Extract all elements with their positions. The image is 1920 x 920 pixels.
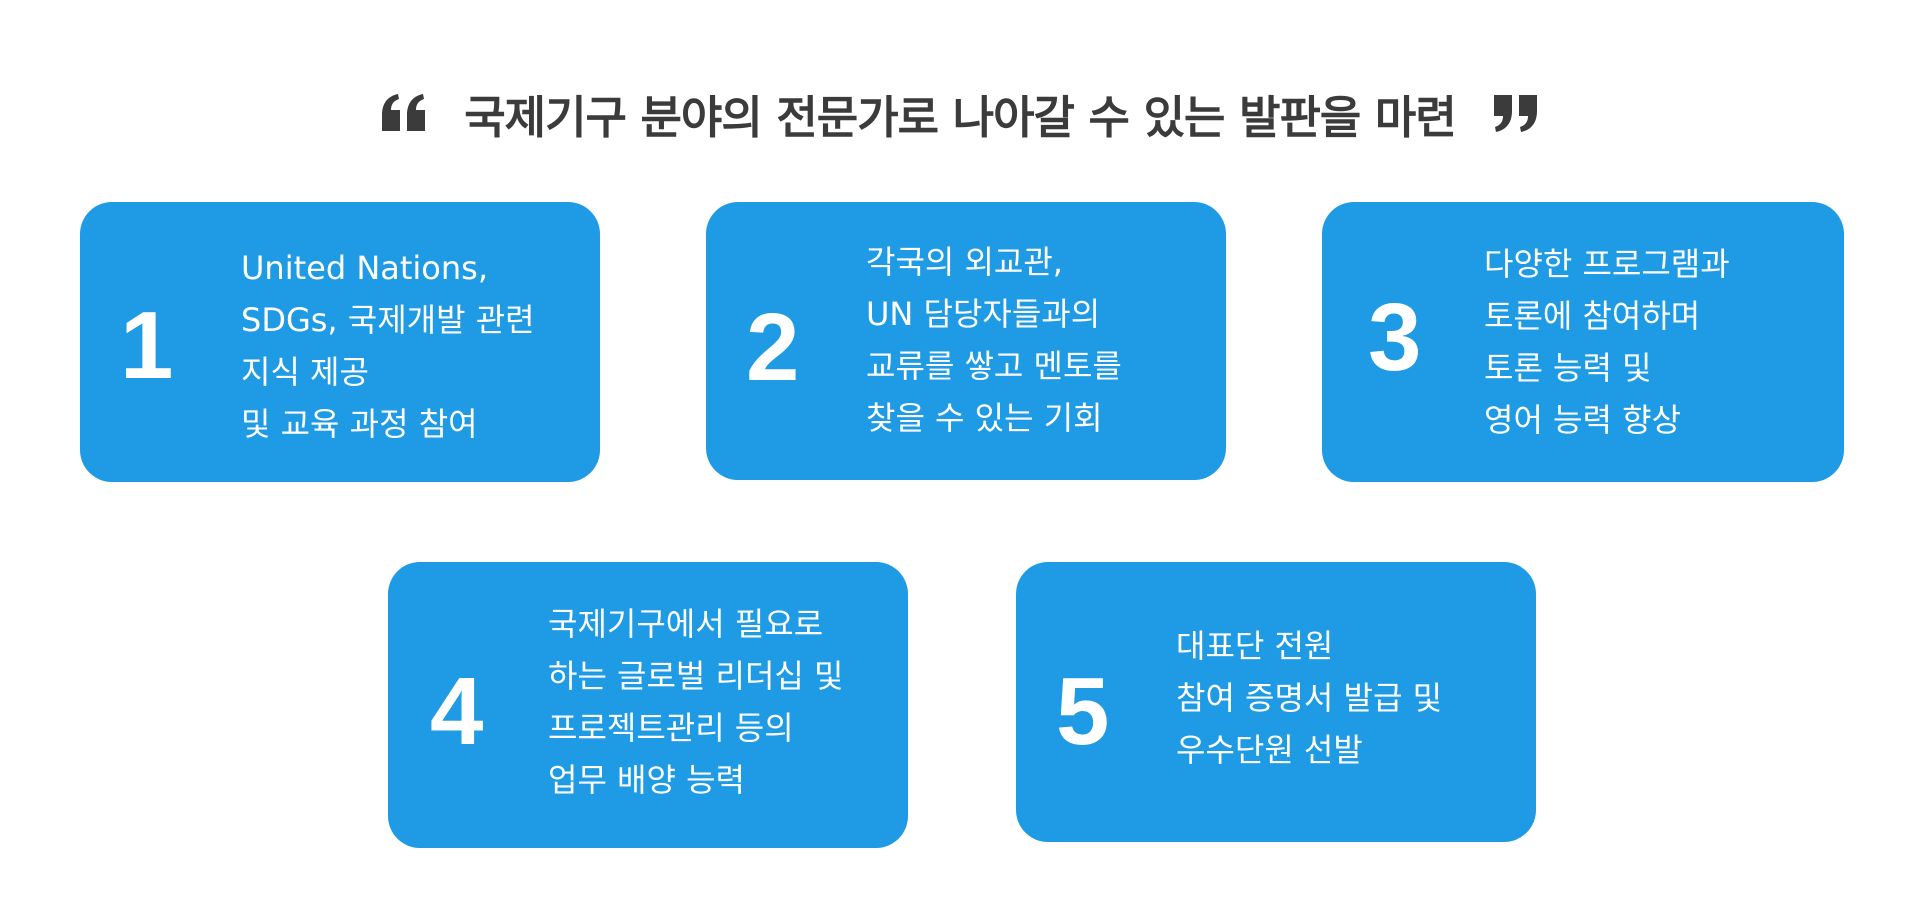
card-description: 국제기구에서 필요로 하는 글로벌 리더십 및 프로젝트관리 등의 업무 배양 … bbox=[548, 598, 843, 806]
card-line: 대표단 전원 bbox=[1176, 627, 1334, 665]
card-line: 프로젝트관리 등의 bbox=[548, 709, 794, 747]
feature-card-5: 5 대표단 전원 참여 증명서 발급 및 우수단원 선발 bbox=[1016, 562, 1536, 842]
card-number: 5 bbox=[1056, 658, 1110, 765]
card-line: 지식 제공 bbox=[241, 353, 369, 391]
feature-card-2: 2 각국의 외교관, UN 담당자들과의 교류를 쌓고 멘토를 찾을 수 있는 … bbox=[706, 202, 1226, 480]
card-line: 찾을 수 있는 기회 bbox=[866, 399, 1103, 437]
card-line: 토론에 참여하며 bbox=[1484, 297, 1701, 335]
card-description: 대표단 전원 참여 증명서 발급 및 우수단원 선발 bbox=[1176, 620, 1442, 776]
feature-card-4: 4 국제기구에서 필요로 하는 글로벌 리더십 및 프로젝트관리 등의 업무 배… bbox=[388, 562, 908, 848]
card-line: 국제기구에서 필요로 bbox=[548, 605, 824, 643]
card-line: 업무 배양 능력 bbox=[548, 761, 745, 799]
card-line: 교류를 쌓고 멘토를 bbox=[866, 347, 1122, 385]
card-line: 및 교육 과정 참여 bbox=[241, 405, 478, 443]
card-line: 우수단원 선발 bbox=[1176, 731, 1363, 769]
card-number: 3 bbox=[1368, 284, 1422, 391]
card-line: 다양한 프로그램과 bbox=[1484, 245, 1730, 283]
card-line: 각국의 외교관, bbox=[866, 243, 1063, 281]
card-description: United Nations, SDGs, 국제개발 관련 지식 제공 및 교육… bbox=[241, 242, 535, 450]
headline: 국제기구 분야의 전문가로 나아갈 수 있는 발판을 마련 bbox=[0, 78, 1920, 148]
card-description: 각국의 외교관, UN 담당자들과의 교류를 쌓고 멘토를 찾을 수 있는 기회 bbox=[866, 236, 1122, 444]
card-number: 4 bbox=[430, 658, 484, 765]
card-line: 토론 능력 및 bbox=[1484, 349, 1652, 387]
card-line: 영어 능력 향상 bbox=[1484, 401, 1681, 439]
feature-card-1: 1 United Nations, SDGs, 국제개발 관련 지식 제공 및 … bbox=[80, 202, 600, 482]
headline-text: 국제기구 분야의 전문가로 나아갈 수 있는 발판을 마련 bbox=[464, 90, 1456, 144]
quote-close-icon bbox=[1493, 95, 1537, 132]
card-number: 1 bbox=[120, 292, 174, 399]
card-number: 2 bbox=[746, 294, 800, 401]
quote-open-icon bbox=[382, 94, 426, 131]
card-line: UN 담당자들과의 bbox=[866, 295, 1101, 333]
card-line: SDGs, 국제개발 관련 bbox=[241, 301, 535, 339]
card-line: United Nations, bbox=[241, 249, 488, 287]
card-line: 하는 글로벌 리더십 및 bbox=[548, 657, 844, 695]
card-description: 다양한 프로그램과 토론에 참여하며 토론 능력 및 영어 능력 향상 bbox=[1484, 238, 1730, 446]
feature-card-3: 3 다양한 프로그램과 토론에 참여하며 토론 능력 및 영어 능력 향상 bbox=[1322, 202, 1844, 482]
card-line: 참여 증명서 발급 및 bbox=[1176, 679, 1443, 717]
